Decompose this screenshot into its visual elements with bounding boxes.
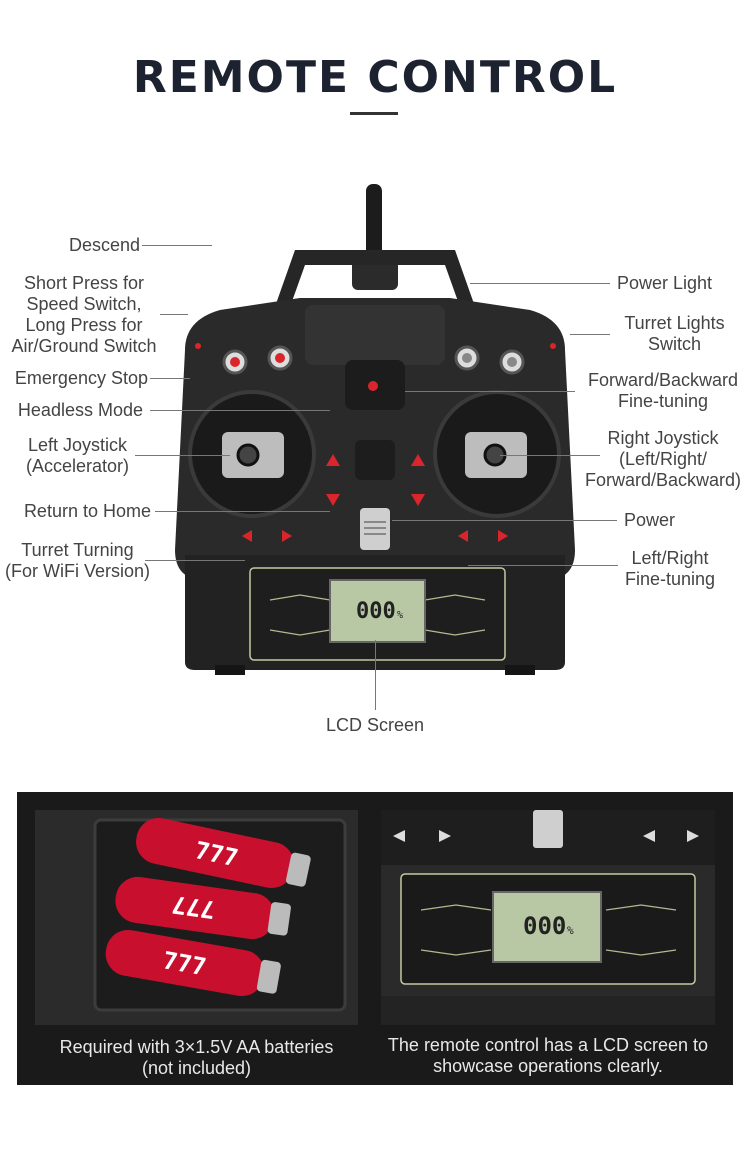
label-short-press-line1: Short Press for [23, 273, 145, 293]
caption-lcd-line1: The remote control has a LCD screen to [387, 1035, 709, 1055]
label-turret-turning-line1: Turret Turning [21, 540, 134, 560]
label-lcd-screen: LCD Screen [325, 715, 425, 735]
battery-2: 777 [115, 876, 291, 940]
caption-batteries-line2: (not included) [141, 1058, 252, 1078]
leader-turret-turning [145, 560, 245, 561]
title-underline [350, 112, 398, 115]
label-left-joystick-line2: (Accelerator) [25, 456, 130, 476]
label-turret-lights: Turret Lights Switch [612, 313, 737, 355]
label-fine-tuning-lr-line1: Left/Right [631, 548, 709, 568]
label-short-press-line3: Long Press for [25, 315, 143, 335]
label-return-home: Return to Home [23, 501, 151, 521]
leader-descend [142, 245, 212, 246]
leader-fine-tuning-lr [468, 565, 618, 566]
leader-headless [150, 410, 330, 411]
controller-illustration: 000 % [175, 184, 575, 675]
label-short-press-line2: Speed Switch, [26, 294, 142, 314]
lcd-display [329, 579, 426, 643]
label-descend: Descend [68, 235, 140, 255]
lcd-readout: 000 [356, 599, 396, 624]
label-fine-tuning-fb-line2: Fine-tuning [617, 391, 709, 411]
label-headless-mode: Headless Mode [17, 400, 143, 420]
leader-turret-lights [570, 334, 610, 335]
detail-panel: 777 777 777 000 % Required with 3×1.5V A… [17, 792, 733, 1085]
label-left-joystick-line1: Left Joystick [27, 435, 128, 455]
label-turret-lights-line2: Switch [647, 334, 701, 354]
leader-return-home [155, 511, 330, 512]
lcd-unit: % [397, 610, 403, 621]
label-right-joystick-line3: Forward/Backward) [584, 470, 742, 490]
caption-lcd-line2: showcase operations clearly. [433, 1056, 663, 1076]
label-fine-tuning-fb-line1: Forward/Backward [587, 370, 739, 390]
label-power: Power [624, 510, 676, 530]
antenna [366, 184, 382, 264]
battery-3: 777 [105, 929, 281, 997]
label-short-press-line4: Air/Ground Switch [11, 336, 157, 356]
leader-right-joystick [500, 455, 600, 456]
label-short-press: Short Press for Speed Switch, Long Press… [0, 273, 168, 357]
leader-fine-tuning-fb [405, 391, 575, 392]
leader-power [392, 520, 617, 521]
leader-left-joystick [135, 455, 230, 456]
leader-power-light [470, 283, 610, 284]
battery-2-brand: 777 [170, 890, 217, 924]
label-power-light: Power Light [617, 273, 713, 293]
page-title: REMOTE CONTROL [132, 52, 618, 103]
power-light [368, 381, 378, 391]
leader-short-press [160, 314, 188, 315]
caption-batteries: Required with 3×1.5V AA batteries (not i… [35, 1037, 358, 1079]
battery-1: 777 [136, 817, 311, 889]
label-left-joystick: Left Joystick (Accelerator) [15, 435, 140, 477]
label-turret-lights-line1: Turret Lights [624, 313, 725, 333]
label-right-joystick-line2: (Left/Right/ [618, 449, 708, 469]
lcd-closeup-readout: 000 [523, 912, 566, 940]
lcd-closeup-unit: % [567, 924, 574, 937]
lcd-closeup-photo: 000 % [381, 810, 715, 1025]
caption-lcd: The remote control has a LCD screen to s… [377, 1035, 719, 1077]
label-emergency-stop: Emergency Stop [14, 368, 148, 388]
caption-batteries-line1: Required with 3×1.5V AA batteries [59, 1037, 334, 1057]
label-right-joystick: Right Joystick (Left/Right/ Forward/Back… [578, 428, 748, 491]
battery-compartment-photo: 777 777 777 [35, 810, 358, 1025]
label-turret-turning-line2: (For WiFi Version) [4, 561, 150, 581]
label-fine-tuning-lr-line2: Fine-tuning [624, 569, 716, 589]
label-fine-tuning-lr: Left/Right Fine-tuning [605, 548, 735, 590]
leader-emergency [150, 378, 190, 379]
label-fine-tuning-fb: Forward/Backward Fine-tuning [578, 370, 748, 412]
label-turret-turning: Turret Turning (For WiFi Version) [0, 540, 155, 582]
label-right-joystick-line1: Right Joystick [607, 428, 719, 448]
leader-lcd [375, 640, 376, 710]
